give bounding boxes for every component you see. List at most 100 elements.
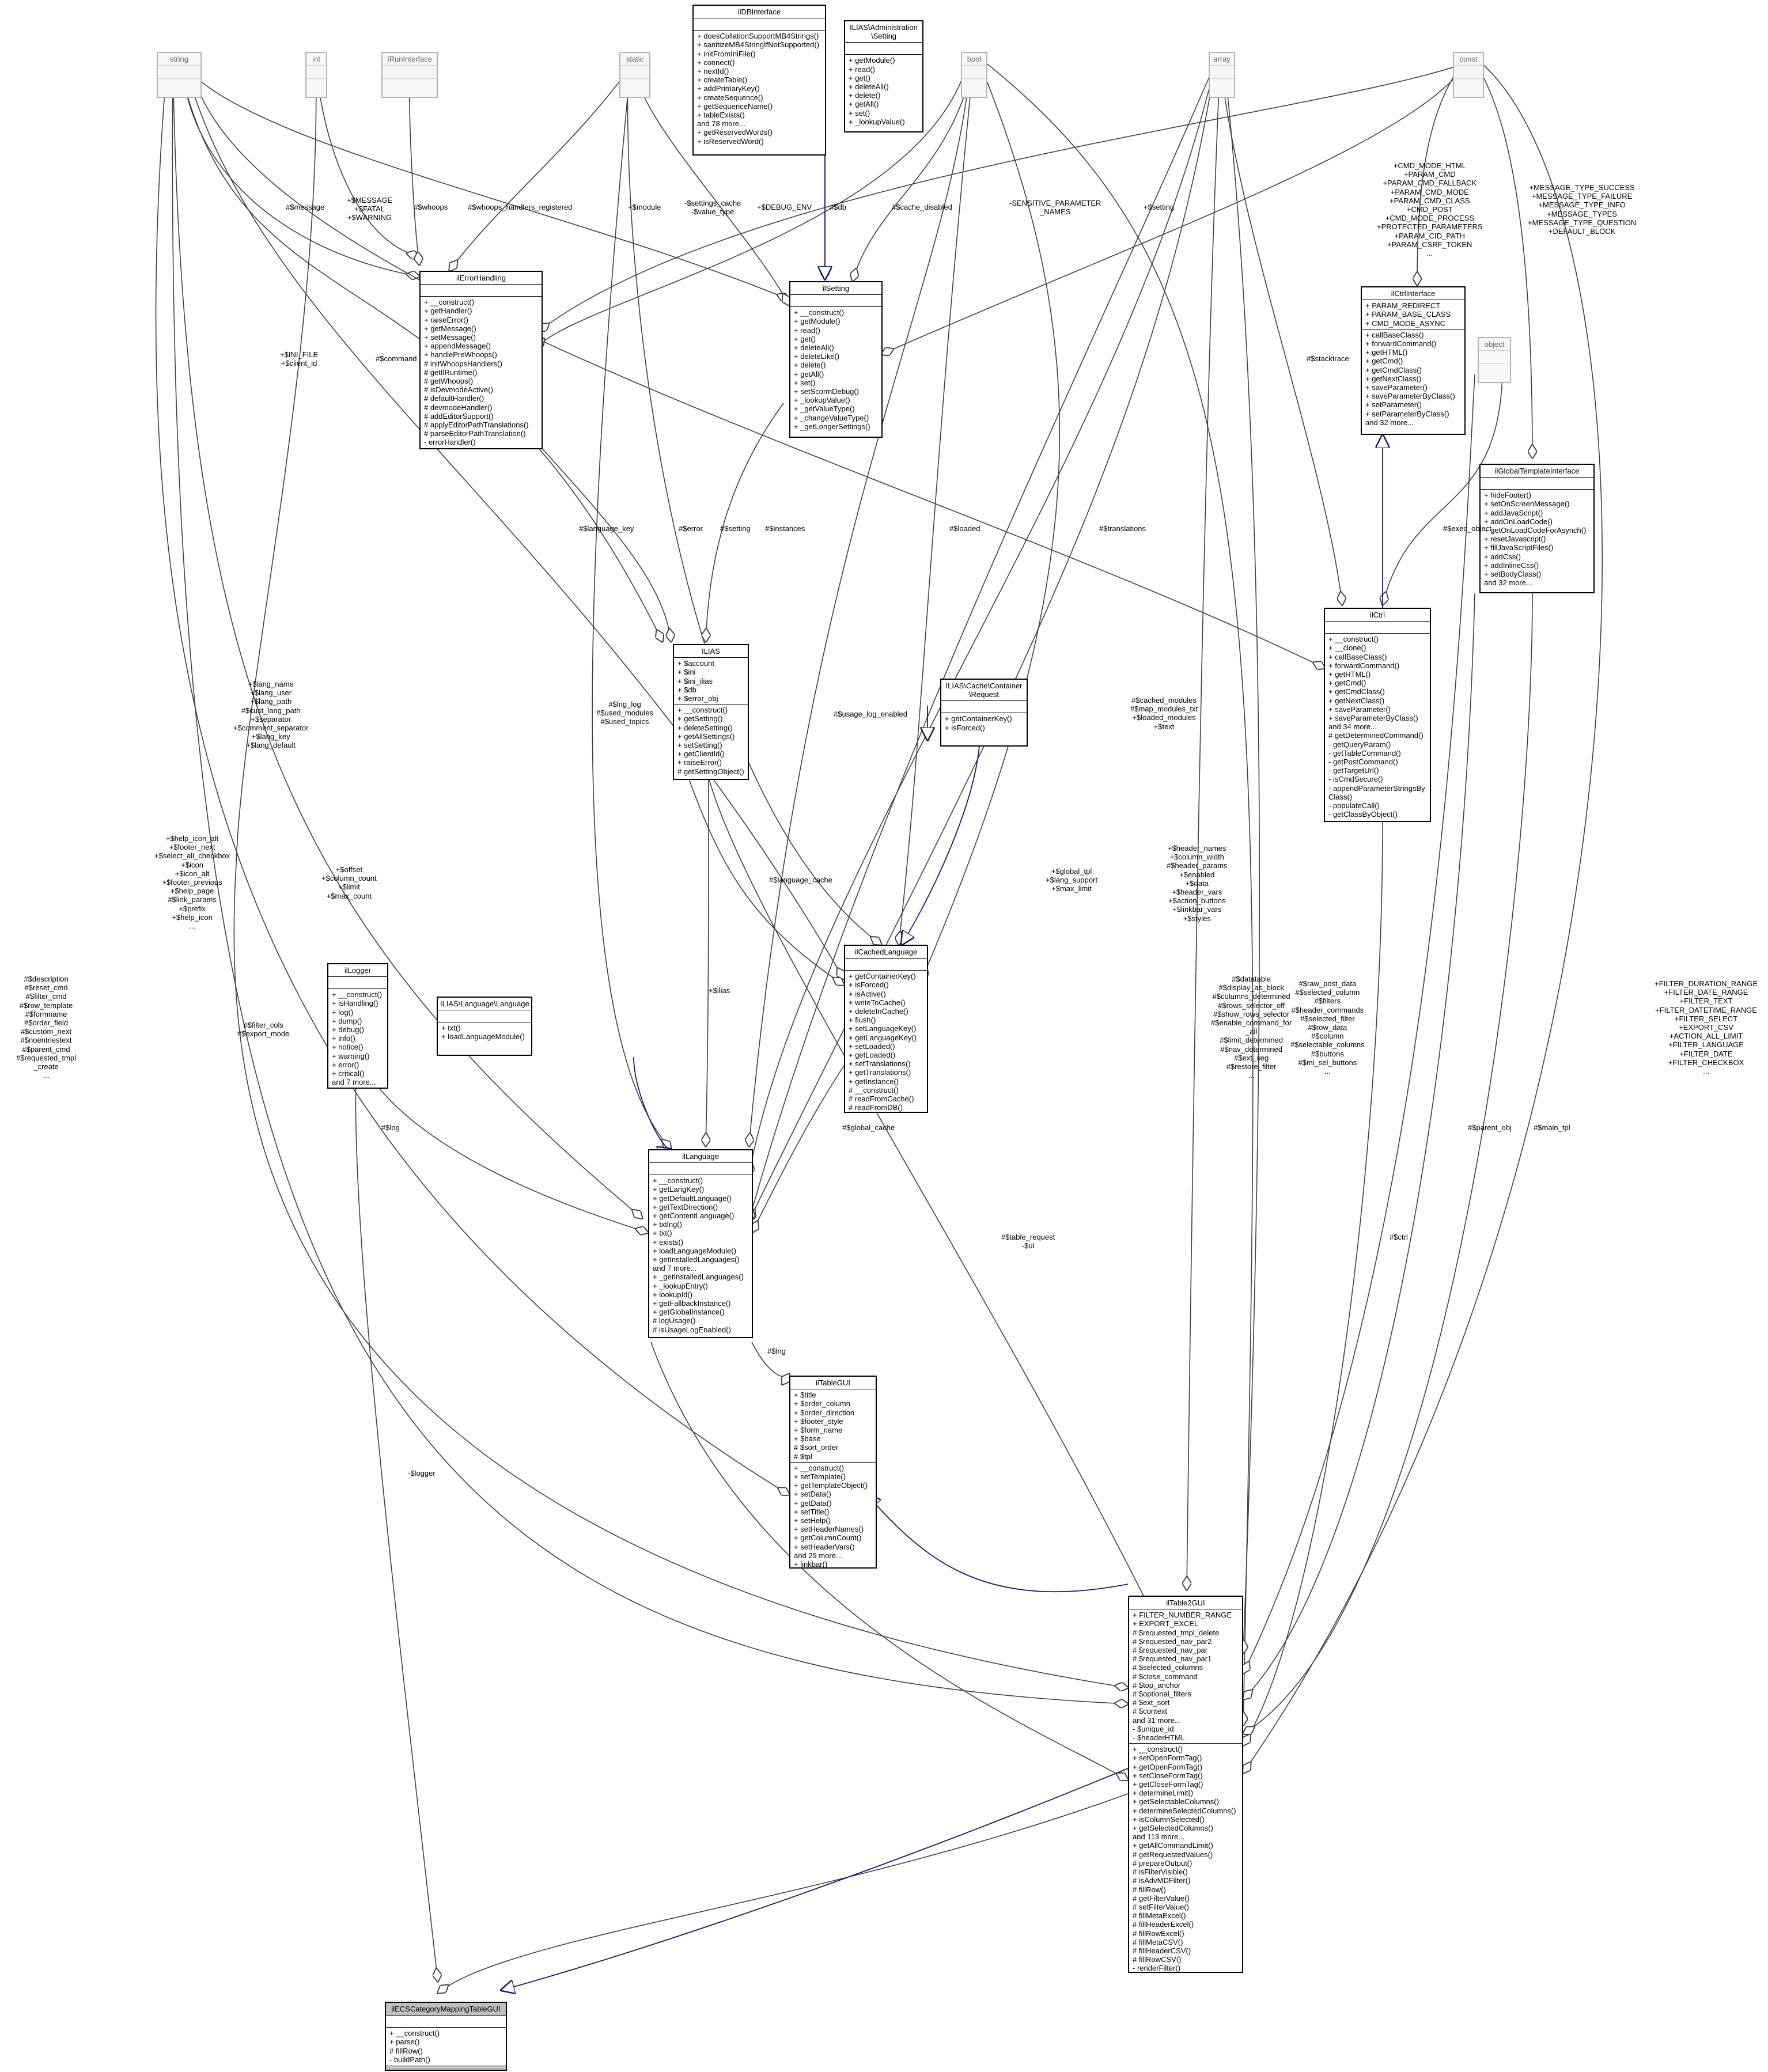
class-title: ilTable2GUI [1129, 1597, 1242, 1610]
attrs-section [158, 66, 200, 79]
edge-label: #$table_request -$ui [1001, 1233, 1055, 1251]
class-title: ILIAS\Cache\Container \Request [941, 680, 1027, 702]
class-string: string [157, 52, 202, 98]
class-title: ILIAS [674, 645, 748, 658]
edge-label: +$ilias [709, 986, 730, 995]
edge-label: +$offset +$column_count +$limit +$max_co… [321, 865, 377, 900]
methods-section: + __construct() + isHandling() + log() +… [332, 990, 383, 1087]
edge-label: #$error [679, 524, 703, 533]
edge-label: +$lang_name +$lang_user +$lang_path #$cu… [233, 680, 309, 750]
attrs-section [1325, 622, 1430, 634]
methods-section: + getContainerKey() + isForced() + isAct… [849, 972, 917, 1112]
class-title: bool [962, 53, 986, 66]
edge-label: #$cached_modules #$map_modules_txt +$loa… [1130, 696, 1198, 731]
methods-section: + __construct() + setTemplate() + getTem… [794, 1463, 868, 1569]
class-title: static [620, 53, 649, 66]
class-const: const [1453, 52, 1484, 98]
edge-label: #$lng_log #$used_modules #$used_topics [596, 700, 654, 726]
attrs-section [306, 66, 326, 79]
attrs-section [421, 285, 542, 297]
class-ilctrl: ilCtrl + __construct() + __clone() + call… [1324, 608, 1431, 822]
class-title: ilECSCategoryMappingTableGUI [386, 2003, 506, 2016]
class-title: ilErrorHandling [421, 272, 542, 285]
class-ilsetting: ilSetting + __construct() + getModule() +… [789, 281, 883, 438]
methods-section: + __construct() + parse() # fillRow() - … [386, 2028, 506, 2066]
attrs-section [845, 959, 927, 971]
edge-label: #$language_cache [769, 876, 832, 884]
attrs-section [790, 295, 881, 308]
edge-label: -SENSITIVE_PARAMETER _NAMES [1009, 199, 1101, 217]
class-iltablegui: ilTableGUI+ $title + $order_column + $or… [789, 1376, 877, 1569]
attrs-section [1481, 478, 1593, 490]
class-title: ilTableGUI [790, 1377, 876, 1390]
attrs-section [962, 66, 986, 79]
methods-section [306, 79, 326, 88]
class-title: ILIAS\Administration \Setting [845, 21, 922, 43]
edge-label: #$command [376, 354, 417, 363]
edge-label: #$usage_log_enabled [834, 710, 907, 718]
methods-section [1210, 79, 1234, 88]
class-object: object [1478, 337, 1511, 383]
edge-label: -$settings_cache -$value_type [684, 199, 741, 217]
edge-label: #$instances [765, 524, 805, 533]
attrs-section [328, 977, 387, 990]
class-title: array [1210, 53, 1234, 66]
edge-label: +$global_tpl +$lang_support +$max_limit [1046, 867, 1097, 893]
class-ilias-cache-container-request: ILIAS\Cache\Container \Request + getConta… [940, 679, 1028, 747]
methods-section: + doesCollationSupportMB4Strings() + san… [697, 32, 820, 146]
class-int: int [305, 52, 327, 98]
class-title: ilLogger [328, 964, 387, 978]
methods-section [1479, 364, 1510, 373]
attrs-section: + PARAM_REDIRECT + PARAM_BASE_CLASS + CM… [1362, 300, 1464, 329]
edge-label: #$message [286, 203, 325, 211]
attrs-section [649, 1163, 752, 1176]
class-title: object [1479, 338, 1510, 351]
edge-label: #$whoops [414, 203, 448, 211]
class-ildbinterface: ilDBInterface+ doesCollationSupportMB4St… [692, 5, 826, 156]
edge-label: +$module [628, 203, 661, 211]
methods-section: + txt() + loadLanguageModule() [441, 1024, 525, 1041]
edge-label: +$DEBUG_ENV [757, 203, 812, 211]
attrs-section: + FILTER_NUMBER_RANGE + EXPORT_EXCEL # $… [1129, 1609, 1242, 1744]
class-title: ilGlobalTemplateInterface [1481, 465, 1593, 478]
class-title: ilSetting [790, 282, 881, 296]
methods-section: + getContainerKey() + isForced() [945, 714, 1012, 732]
edge-label: #$datatable #$display_as_block #$columns… [1211, 975, 1292, 1080]
class-title: ILIAS\Language\Language [438, 998, 531, 1011]
attrs-section [1479, 351, 1510, 365]
methods-section [383, 79, 437, 88]
edge-label: -$logger [408, 1469, 436, 1478]
edge-label: #$filter_cols #$export_mode [237, 1021, 290, 1039]
class-illanguage: ilLanguage+ __construct() + getLangKey()… [648, 1149, 753, 1338]
edge-label: #$raw_post_data #$selected_column #$filt… [1290, 979, 1365, 1076]
edge-label: +$MESSAGE +$FATAL +$WARNING [347, 196, 393, 222]
class-ilias-administration-setting: ILIAS\Administration \Setting+ getModule… [844, 20, 923, 132]
edge-label: #$parent_obj [1468, 1123, 1512, 1132]
edge-label: #$global_cache [842, 1123, 895, 1132]
class-ilcachedlanguage: ilCachedLanguage+ getContainerKey() + is… [844, 945, 928, 1113]
methods-section [962, 79, 986, 88]
class-title: const [1454, 53, 1483, 66]
edge-label: #$db [830, 203, 846, 211]
attrs-section [1210, 66, 1234, 79]
class-ilias: ILIAS+ $account + $ini + $ini_ilias + $d… [673, 644, 749, 780]
methods-section: + __construct() + getSetting() + deleteS… [677, 706, 744, 776]
edge-label: +CMD_MODE_HTML +PARAM_CMD +PARAM_CMD_FAL… [1377, 161, 1483, 258]
methods-section: + callBaseClass() + forwardCommand() + g… [1365, 330, 1455, 427]
methods-section: + __construct() + __clone() + callBaseCl… [1328, 635, 1425, 819]
attrs-section [620, 66, 649, 79]
attrs-section [383, 66, 437, 79]
class-title: ilCtrl [1325, 609, 1430, 622]
edge-label: +$help_icon_alt +$footer_next +$select_a… [154, 834, 230, 931]
methods-section: + __construct() + getHandler() + raiseEr… [424, 298, 529, 447]
class-ilecscategorymappingtablegui: ilECSCategoryMappingTableGUI + __construc… [385, 2002, 507, 2071]
edge-label: #$exec_object [1443, 524, 1491, 533]
edge-label: #$whoops_handlers_registered [468, 203, 573, 211]
attrs-section [941, 701, 1027, 714]
class-array: array [1209, 52, 1235, 98]
class-ilerrorhandling: ilErrorHandling + __construct() + getHand… [419, 271, 543, 449]
methods-section: + __construct() + getModule() + read() +… [794, 308, 870, 431]
edge-label: #$log [381, 1123, 400, 1132]
methods-section [1454, 79, 1483, 88]
edge-label: +FILTER_DURATION_RANGE +FILTER_DATE_RANG… [1655, 979, 1758, 1076]
